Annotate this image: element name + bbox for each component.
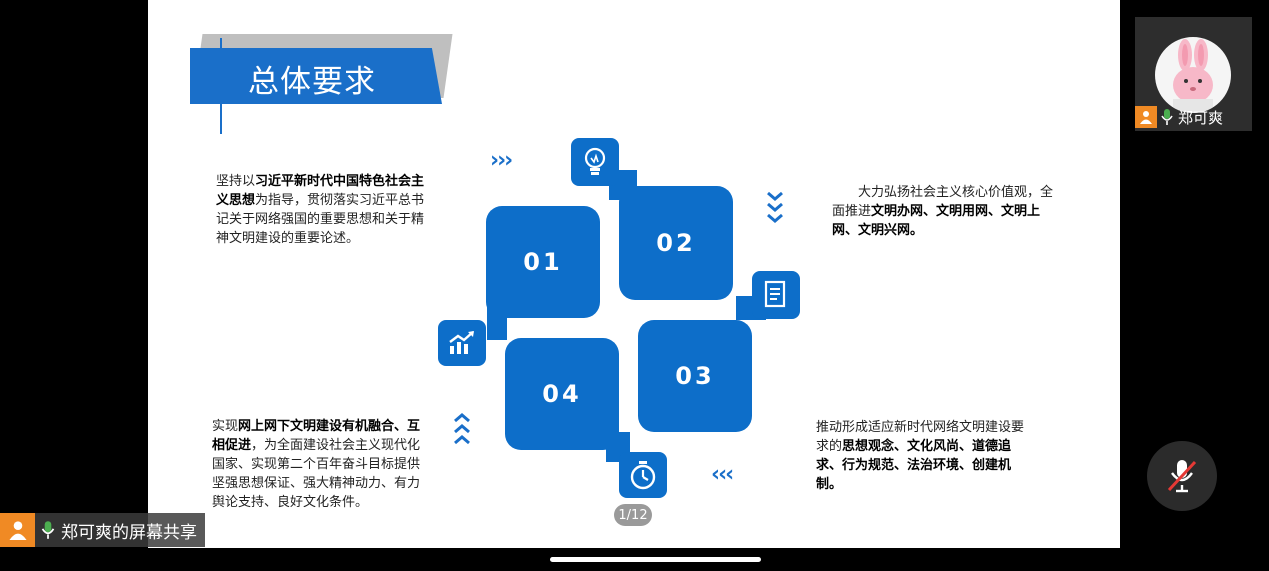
block-02: 02 <box>619 186 733 300</box>
participant-name: 郑可爽 <box>1178 108 1224 127</box>
lightbulb-icon <box>584 147 606 175</box>
home-indicator[interactable] <box>550 557 761 562</box>
text-guidance-bold: 习近平新时代中国特色社会主义思想 <box>216 174 425 208</box>
participant-video-tile[interactable]: 郑可爽 <box>1135 17 1252 131</box>
text-guidance-part1: 坚持以 <box>216 174 256 189</box>
title-banner <box>190 48 442 104</box>
block-03: 03 <box>638 320 752 432</box>
page-indicator: 1/12 <box>614 504 652 526</box>
stopwatch-icon-box <box>619 452 667 498</box>
text-guidance-part2: 为指导，贯彻落实习近平总书记关于网络强国的重要思想和关于精神文明建设的重要论述。 <box>216 193 425 246</box>
text-integration-part1: 实现 <box>212 419 239 434</box>
shared-slide: 总体要求 01 02 03 04 ››› ‹‹‹ 坚持以习近平新时代中国特色社会… <box>148 0 1120 548</box>
person-icon <box>0 513 35 547</box>
text-integration-bold: 网上网下文明建设有机融合、互相促进 <box>212 419 421 453</box>
document-icon <box>764 280 786 308</box>
screen-share-text: 郑可爽的屏幕共享 <box>61 522 197 543</box>
block-02-number: 02 <box>656 229 696 257</box>
mute-button[interactable] <box>1147 441 1217 511</box>
text-values-bold: 文明办网、文明用网、文明上网、文明兴网。 <box>832 204 1041 238</box>
title-vertical-line <box>220 38 222 134</box>
text-values: 大力弘扬社会主义核心价值观，全面推进文明办网、文明用网、文明上网、文明兴网。 <box>832 183 1060 240</box>
block-04-number: 04 <box>542 380 582 408</box>
text-concepts-part1: 推动形成适应新时代网络文明建设要求的 <box>816 420 1025 454</box>
block-03-number: 03 <box>675 362 715 390</box>
arrows-down-icon <box>767 191 783 223</box>
arrows-left-icon: ‹‹‹ <box>711 462 734 487</box>
screen-share-label: 郑可爽的屏幕共享 <box>0 513 205 547</box>
participant-label: 郑可爽 <box>1135 105 1223 129</box>
document-icon-box <box>752 271 800 319</box>
growth-chart-icon <box>449 331 474 354</box>
stopwatch-icon <box>630 461 656 490</box>
text-integration-part2: ，为全面建设社会主义现代化国家、实现第二个百年奋斗目标提供坚强思想保证、强大精神… <box>212 438 421 510</box>
microphone-muted-icon <box>1167 460 1197 493</box>
avatar <box>1155 37 1231 113</box>
connector-01 <box>487 300 507 340</box>
block-01: 01 <box>486 206 600 318</box>
text-integration: 实现网上网下文明建设有机融合、互相促进，为全面建设社会主义现代化国家、实现第二个… <box>212 417 432 512</box>
arrows-up-icon <box>454 413 470 445</box>
bunny-avatar-icon <box>1173 39 1213 113</box>
arrows-right-icon: ››› <box>490 148 513 173</box>
text-values-part1: 大力弘扬社会主义核心价值观，全面推进 <box>832 185 1054 219</box>
lightbulb-icon-box <box>571 138 619 186</box>
block-01-number: 01 <box>523 248 563 276</box>
text-concepts: 推动形成适应新时代网络文明建设要求的思想观念、文化风尚、道德追求、行为规范、法治… <box>816 418 1032 494</box>
microphone-icon <box>1161 109 1173 125</box>
text-concepts-bold: 思想观念、文化风尚、道德追求、行为规范、法治环境、创建机制。 <box>816 439 1012 492</box>
person-icon <box>1135 106 1157 128</box>
text-guidance: 坚持以习近平新时代中国特色社会主义思想为指导，贯彻落实习近平总书记关于网络强国的… <box>216 172 432 248</box>
chart-icon-box <box>438 320 486 366</box>
block-04: 04 <box>505 338 619 450</box>
microphone-icon <box>41 521 55 539</box>
slide-title: 总体要求 <box>248 64 376 100</box>
